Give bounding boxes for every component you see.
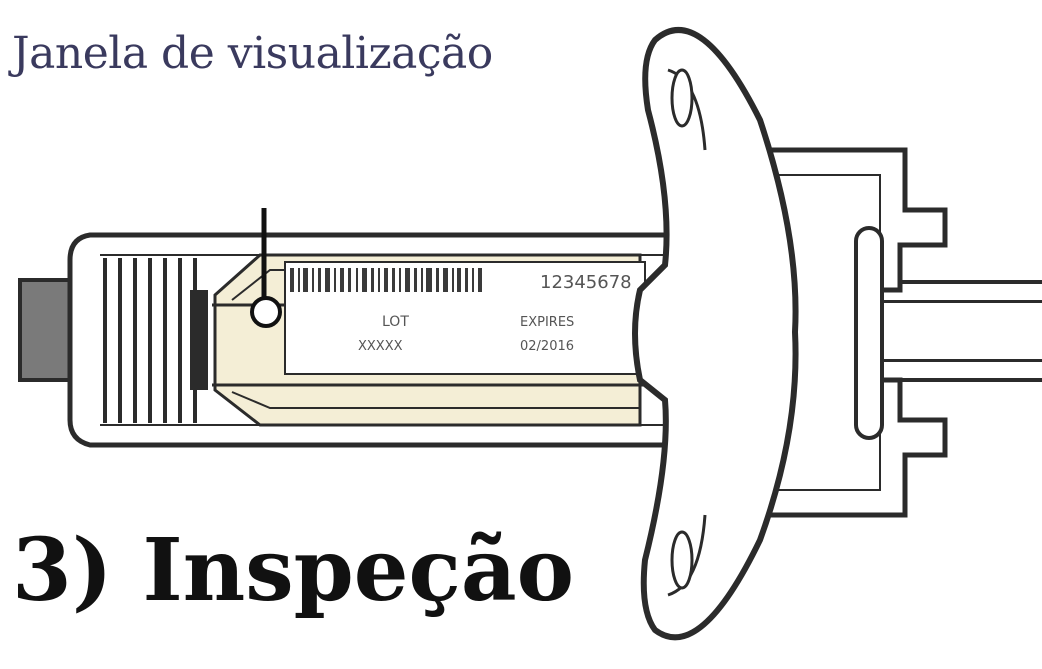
ribbed-grip [103, 258, 197, 423]
plunger-rod [878, 280, 1042, 382]
label-lot-label: LOT [382, 314, 409, 330]
label-code: 12345678 [540, 272, 632, 293]
pointer-circle-icon [250, 296, 282, 328]
viewing-window-label: Janela de visualização [12, 28, 493, 79]
barcode [290, 268, 482, 292]
label-lot-value: XXXXX [358, 339, 403, 354]
plunger-slot [854, 226, 884, 440]
label-expires-label: EXPIRES [520, 315, 574, 330]
label-expires-value: 02/2016 [520, 339, 574, 354]
step-title: 3) Inspeção [12, 520, 574, 621]
finger-flange [632, 27, 799, 641]
